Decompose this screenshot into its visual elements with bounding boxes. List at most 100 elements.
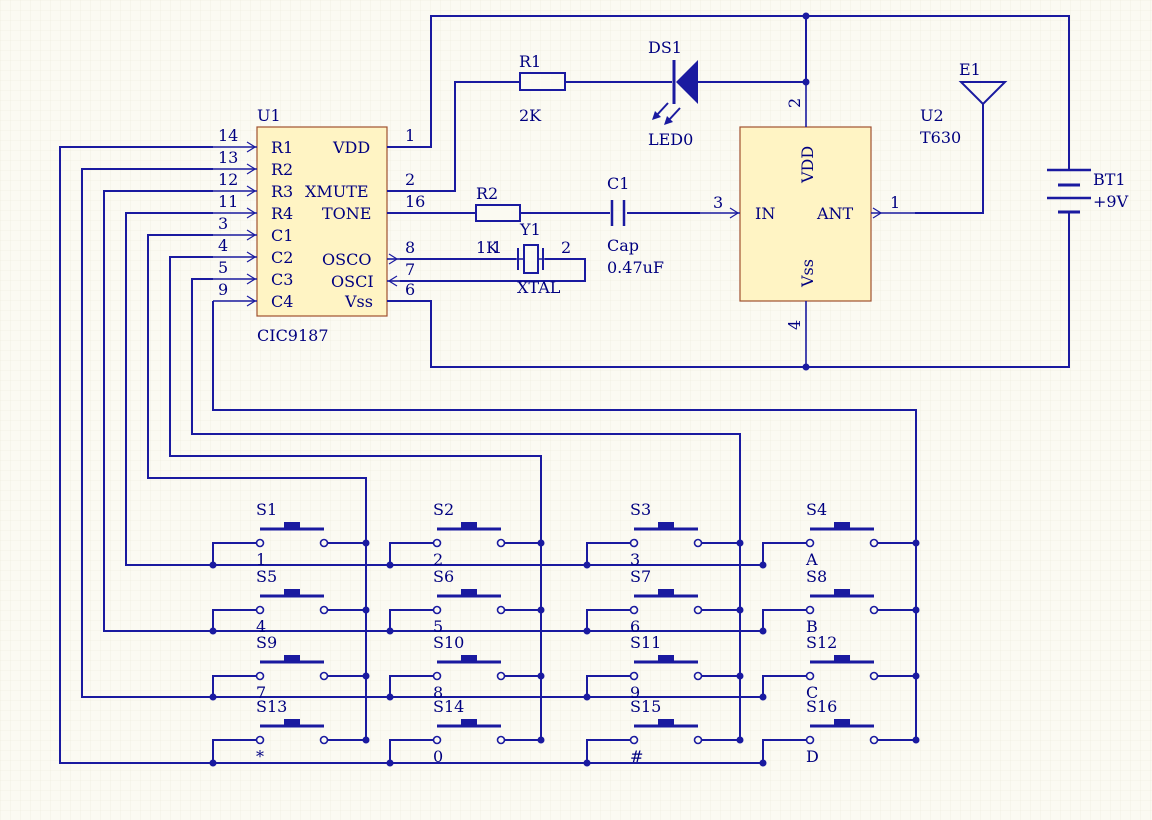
keypad-switch[interactable]: S6 5 — [386, 567, 545, 636]
ds1-value: LED0 — [648, 130, 693, 149]
keypad-switch[interactable]: S14 0 — [386, 697, 545, 767]
switch-ref: S1 — [256, 500, 277, 519]
keypad-switch[interactable]: S4A — [759, 500, 920, 569]
u2-body — [739, 126, 872, 302]
switch-ref: S9 — [256, 633, 277, 652]
u2-pin-vdd: 2 — [785, 98, 804, 108]
switch-ref: S2 — [433, 500, 454, 519]
u1-pin-name: C1 — [271, 226, 293, 245]
switch-key-label: 0 — [433, 747, 443, 766]
u1-pin-name: R4 — [271, 204, 293, 223]
switch-ref: S6 — [433, 567, 454, 586]
wire-osci — [400, 258, 586, 282]
switch-ref: S12 — [806, 633, 837, 652]
keypad-matrix: S11S22S33S4AS54S65S76S8BS97S108S119S12CS… — [59, 146, 920, 767]
switch-ref: S3 — [630, 500, 651, 519]
u2-chip[interactable]: U2 T630 VDD Vss IN ANT 2 4 3 1 — [700, 82, 961, 367]
y1-ref: Y1 — [519, 220, 541, 239]
switch-ref: S16 — [806, 697, 837, 716]
keypad-switch[interactable]: S5 4 — [209, 567, 370, 636]
switch-ref: S5 — [256, 567, 277, 586]
u2-ant-label: ANT — [816, 204, 854, 223]
u1-pin-name: C3 — [271, 270, 293, 289]
u2-ref: U2 — [920, 106, 944, 125]
u1-ref: U1 — [257, 106, 281, 125]
keypad-switch[interactable]: S9 7 — [209, 633, 370, 702]
e1-antenna[interactable]: E1 — [958, 60, 1008, 106]
row-wire — [81, 168, 763, 698]
keypad-switch[interactable]: S15# — [583, 697, 744, 767]
keypad-switch[interactable]: S10 8 — [386, 633, 545, 702]
switch-key-label: 3 — [630, 550, 640, 569]
u1-pin-num: 2 — [405, 170, 415, 189]
u1-part: CIC9187 — [257, 326, 329, 345]
u1-pin-num: 5 — [218, 258, 228, 277]
u2-pin-ant: 1 — [890, 193, 900, 212]
keypad-switch[interactable]: S1 1 — [209, 500, 370, 569]
switch-key-label: 1 — [256, 550, 266, 569]
u1-chip[interactable]: U1 CIC9187 14R113R212R311R43C14C25C39C4 … — [213, 106, 425, 345]
switch-key-label: * — [256, 747, 264, 766]
u1-pin-name: XMUTE — [305, 182, 369, 201]
keypad-switch[interactable]: S22 — [386, 500, 545, 569]
column-wire — [147, 234, 367, 740]
r2-resistor[interactable]: R2 1K — [475, 184, 521, 257]
switch-ref: S4 — [806, 500, 827, 519]
keypad-switch[interactable]: S11 9 — [583, 633, 744, 702]
row-wire — [103, 190, 763, 632]
switch-key-label: 9 — [630, 683, 640, 702]
u1-pin-num: 16 — [405, 192, 425, 211]
u1-pin-name: C2 — [271, 248, 293, 267]
y1-value: XTAL — [517, 278, 561, 297]
u1-pin-num: 1 — [405, 126, 415, 145]
u1-pin-name: TONE — [322, 204, 371, 223]
row-wire — [59, 146, 763, 764]
u1-pin-num: 12 — [218, 170, 238, 189]
r2-ref: R2 — [476, 184, 498, 203]
u1-pin-name: VDD — [332, 138, 370, 157]
column-wire — [212, 301, 917, 740]
u1-pin-num: 14 — [218, 126, 238, 145]
u1-pin-num: 7 — [405, 260, 415, 279]
u1-pin-num: 3 — [218, 214, 228, 233]
switch-key-label: 4 — [256, 617, 266, 636]
switch-key-label: D — [806, 747, 819, 766]
bt1-battery[interactable]: BT1 +9V — [1047, 168, 1129, 214]
u2-part: T630 — [920, 128, 961, 147]
keypad-switch[interactable]: S13* — [209, 697, 370, 767]
switch-ref: S11 — [630, 633, 661, 652]
ds1-ref: DS1 — [648, 38, 682, 57]
c1-value: 0.47uF — [607, 258, 664, 277]
keypad-switch[interactable]: S8B — [759, 567, 920, 636]
switch-key-label: 6 — [630, 617, 640, 636]
switch-key-label: A — [805, 550, 818, 569]
switch-key-label: 8 — [433, 683, 443, 702]
r1-ref: R1 — [519, 52, 541, 71]
c1-name: Cap — [607, 236, 639, 255]
u1-pin-name: C4 — [271, 292, 293, 311]
switch-ref: S14 — [433, 697, 464, 716]
u1-pin-name: OSCO — [322, 250, 371, 269]
y1-crystal[interactable]: Y1 1 2 XTAL — [492, 220, 571, 297]
u1-pin-name: R1 — [271, 138, 293, 157]
wire-vdd — [387, 15, 1070, 170]
y1-pin1: 1 — [492, 238, 502, 257]
wire-xmute — [387, 81, 520, 192]
u1-pin-num: 13 — [218, 148, 238, 167]
u1-pin-name: Vss — [344, 292, 373, 311]
c1-capacitor[interactable]: C1 Cap 0.47uF — [607, 174, 664, 277]
ds1-led[interactable]: DS1 LED0 — [648, 38, 698, 149]
switch-key-label: 7 — [256, 683, 266, 702]
switch-key-label: 5 — [433, 617, 443, 636]
bt1-value: +9V — [1093, 192, 1129, 211]
column-wire — [191, 278, 741, 740]
u1-pin-name: R2 — [271, 160, 293, 179]
keypad-switch[interactable]: S3 3 — [583, 500, 744, 569]
switch-ref: S10 — [433, 633, 464, 652]
r1-resistor[interactable]: R1 2K — [519, 52, 566, 125]
u1-pin-name: OSCI — [331, 272, 374, 291]
keypad-switch[interactable]: S76 — [583, 567, 744, 636]
